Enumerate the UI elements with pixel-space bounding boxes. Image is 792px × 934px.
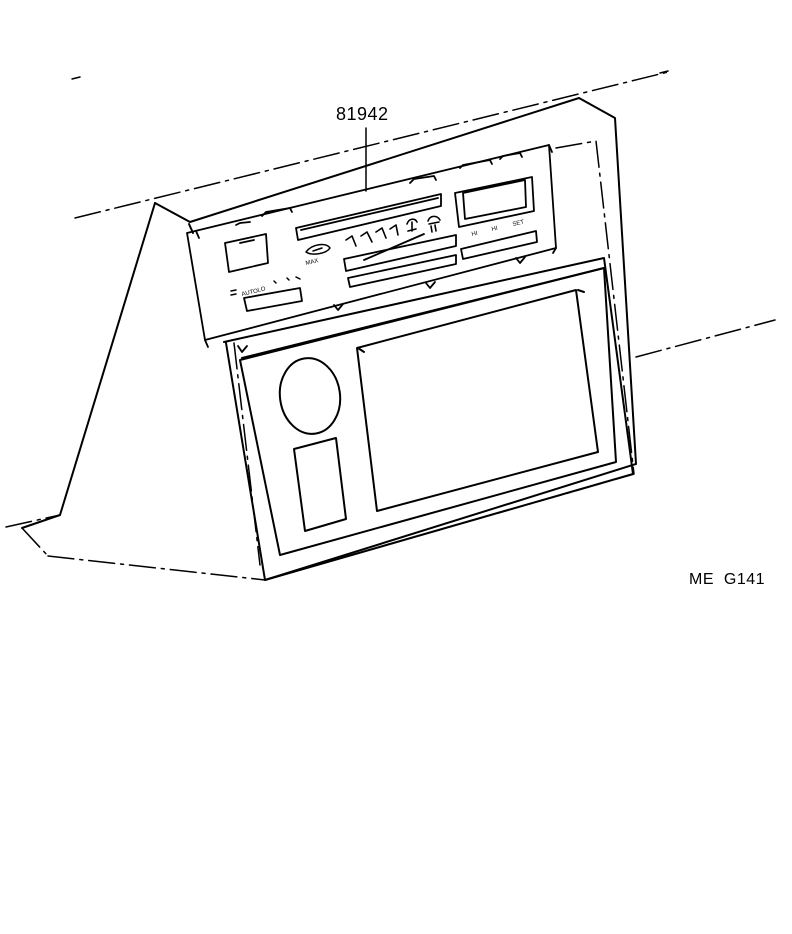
lower-panel xyxy=(223,257,634,581)
auto-label: AUTO xyxy=(241,288,259,298)
lever-label-1: HI xyxy=(471,231,479,238)
left-lever-slot xyxy=(243,287,303,312)
lever-label-2: HI xyxy=(491,226,499,233)
lo-label: LO xyxy=(257,286,266,294)
right-lever-slot xyxy=(460,230,538,260)
drawing-code-label: ME G141 xyxy=(689,571,766,588)
mode-label: MAX xyxy=(305,258,319,267)
part-number-label: 81942 xyxy=(336,104,389,124)
recirculation-icon xyxy=(305,243,331,255)
bottom-lever-slot xyxy=(347,254,457,288)
lower-lever-slot xyxy=(343,234,457,272)
small-opening xyxy=(293,437,347,532)
upper-lever-slot xyxy=(295,193,442,241)
lever-label-3: SET xyxy=(512,219,525,228)
console-housing xyxy=(21,97,637,581)
display-screen xyxy=(356,289,599,512)
left-display-window xyxy=(224,233,269,273)
fan-speed-marks xyxy=(230,276,301,296)
right-display-window xyxy=(454,176,535,228)
arrow-tick xyxy=(71,70,669,80)
round-opening xyxy=(278,357,342,435)
phantom-lines xyxy=(5,71,776,581)
vent-mode-icons xyxy=(345,215,441,247)
control-faceplate xyxy=(186,144,557,353)
